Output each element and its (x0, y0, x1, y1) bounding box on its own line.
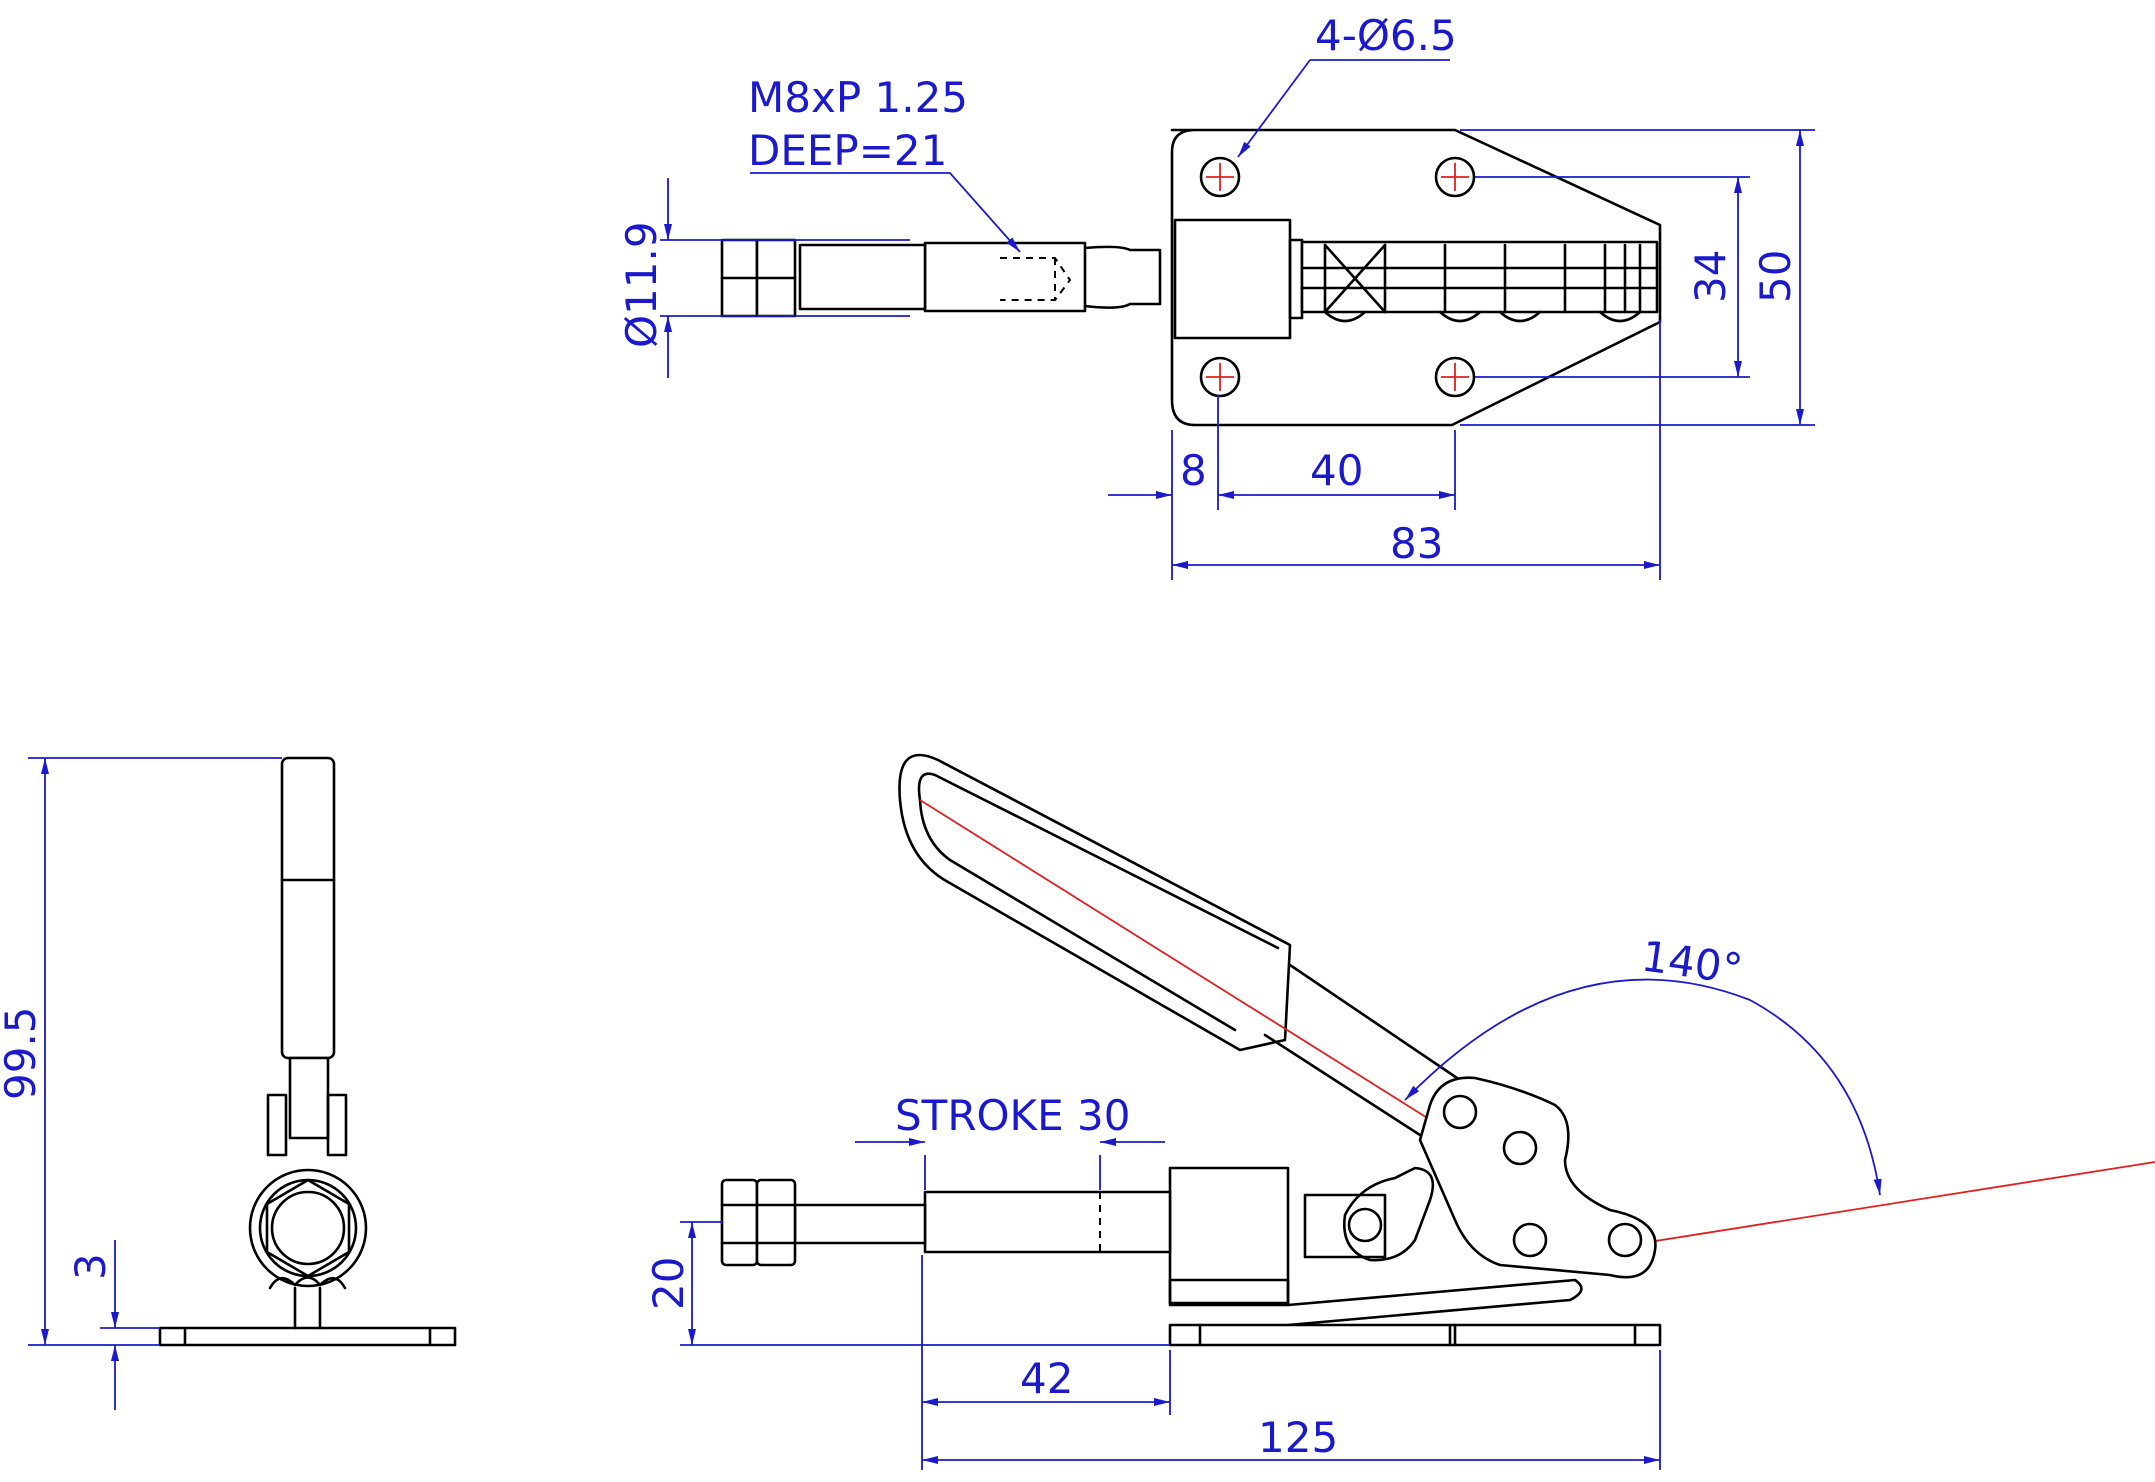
front-nut-facets (720, 1203, 797, 1245)
mounting-hole (1199, 156, 1241, 198)
guide-block-collar (1288, 238, 1304, 320)
thread-callout-line2: DEEP=21 (748, 126, 947, 175)
side-view: 99.5 3 (0, 756, 457, 1410)
rod-end-view (270, 1190, 346, 1266)
handle-arm (1263, 963, 1462, 1137)
hole-callout-text: 4-Ø6.5 (1315, 11, 1457, 60)
connecting-link (1342, 1166, 1435, 1262)
guide-body-base (1168, 1278, 1290, 1307)
guide-body (1168, 1166, 1290, 1305)
plunger-rod-neck (1083, 245, 1162, 309)
front-view: STROKE 30 20 42 125 140° (644, 753, 2155, 1470)
angle-text: 140° (1639, 931, 1746, 994)
bottom-extension-lines (921, 1255, 1661, 1470)
dim-base-text: 3 (66, 1253, 115, 1280)
diameter-extension-lines (660, 239, 910, 317)
hole-callout-leader (1238, 59, 1450, 157)
pivot-bulges (1323, 310, 1642, 323)
base-plate-detail (1198, 1323, 1637, 1347)
dim-height-text: 99.5 (0, 1006, 45, 1100)
linkage-joints (1323, 243, 1642, 314)
bolt-shank (798, 243, 927, 311)
stroke-text: STROKE 30 (895, 1091, 1130, 1140)
stroke-extension-lines (924, 1155, 1101, 1190)
linkage-detail (1300, 243, 1659, 314)
base-web (293, 1286, 322, 1330)
pivot-hole (1607, 1222, 1643, 1258)
front-bolt-shank (793, 1203, 927, 1245)
dim-83-text: 83 (1390, 519, 1443, 568)
handle-arm (288, 1056, 330, 1140)
hole-centerlines (1206, 163, 1469, 391)
rod-housing (1303, 1193, 1387, 1259)
link-pivot-hole (1347, 1207, 1383, 1243)
thread-callout-leader (750, 172, 1021, 253)
side-link-left (266, 1093, 288, 1157)
mounting-hole (1434, 356, 1476, 398)
guide-block (1173, 218, 1292, 340)
linkage-rail (1300, 240, 1659, 314)
angle-arc (1404, 978, 1882, 1196)
height-extension-lines (28, 757, 282, 1346)
dim-20-text: 20 (644, 1257, 693, 1310)
front-hex-nut-2 (755, 1178, 797, 1267)
base-plate (1168, 1323, 1662, 1347)
support-arm (1286, 1278, 1583, 1327)
dim-34-text: 34 (1686, 250, 1735, 303)
side-link-right (326, 1093, 348, 1157)
handle-grip (280, 756, 336, 1060)
vertical-extension-lines (1460, 129, 1815, 426)
mounting-hole (1199, 356, 1241, 398)
dim-50-text: 50 (1751, 250, 1800, 303)
hex-nut-end-view (265, 1178, 351, 1278)
linkage-plate (1418, 1076, 1657, 1279)
thread-hidden-lines (1000, 257, 1072, 301)
dim-20-extension-lines (680, 1221, 1170, 1346)
horizontal-extension-lines (1171, 320, 1661, 580)
mounting-holes (1199, 156, 1476, 398)
pivot-hole (1512, 1222, 1548, 1258)
base-plate-side (158, 1326, 457, 1347)
plunger-bore-outer (248, 1168, 368, 1288)
front-plunger-rod (923, 1190, 1172, 1254)
dim-42-text: 42 (1020, 1354, 1073, 1403)
base-bend (268, 1276, 347, 1290)
thread-callout-line1: M8xP 1.25 (748, 73, 968, 122)
diameter-text: Ø11.9 (617, 221, 666, 348)
handle-grip-outline (898, 753, 1292, 1052)
dim-40-text: 40 (1310, 446, 1363, 495)
top-view: 4-Ø6.5 M8xP 1.25 DEEP=21 Ø11.9 8 40 83 3… (617, 11, 1815, 580)
mounting-hole (1434, 156, 1476, 198)
dim-125-text: 125 (1258, 1413, 1338, 1462)
base-plate-outline (1170, 128, 1662, 427)
front-hex-nut-1 (720, 1178, 759, 1267)
dim-8-text: 8 (1180, 446, 1207, 495)
